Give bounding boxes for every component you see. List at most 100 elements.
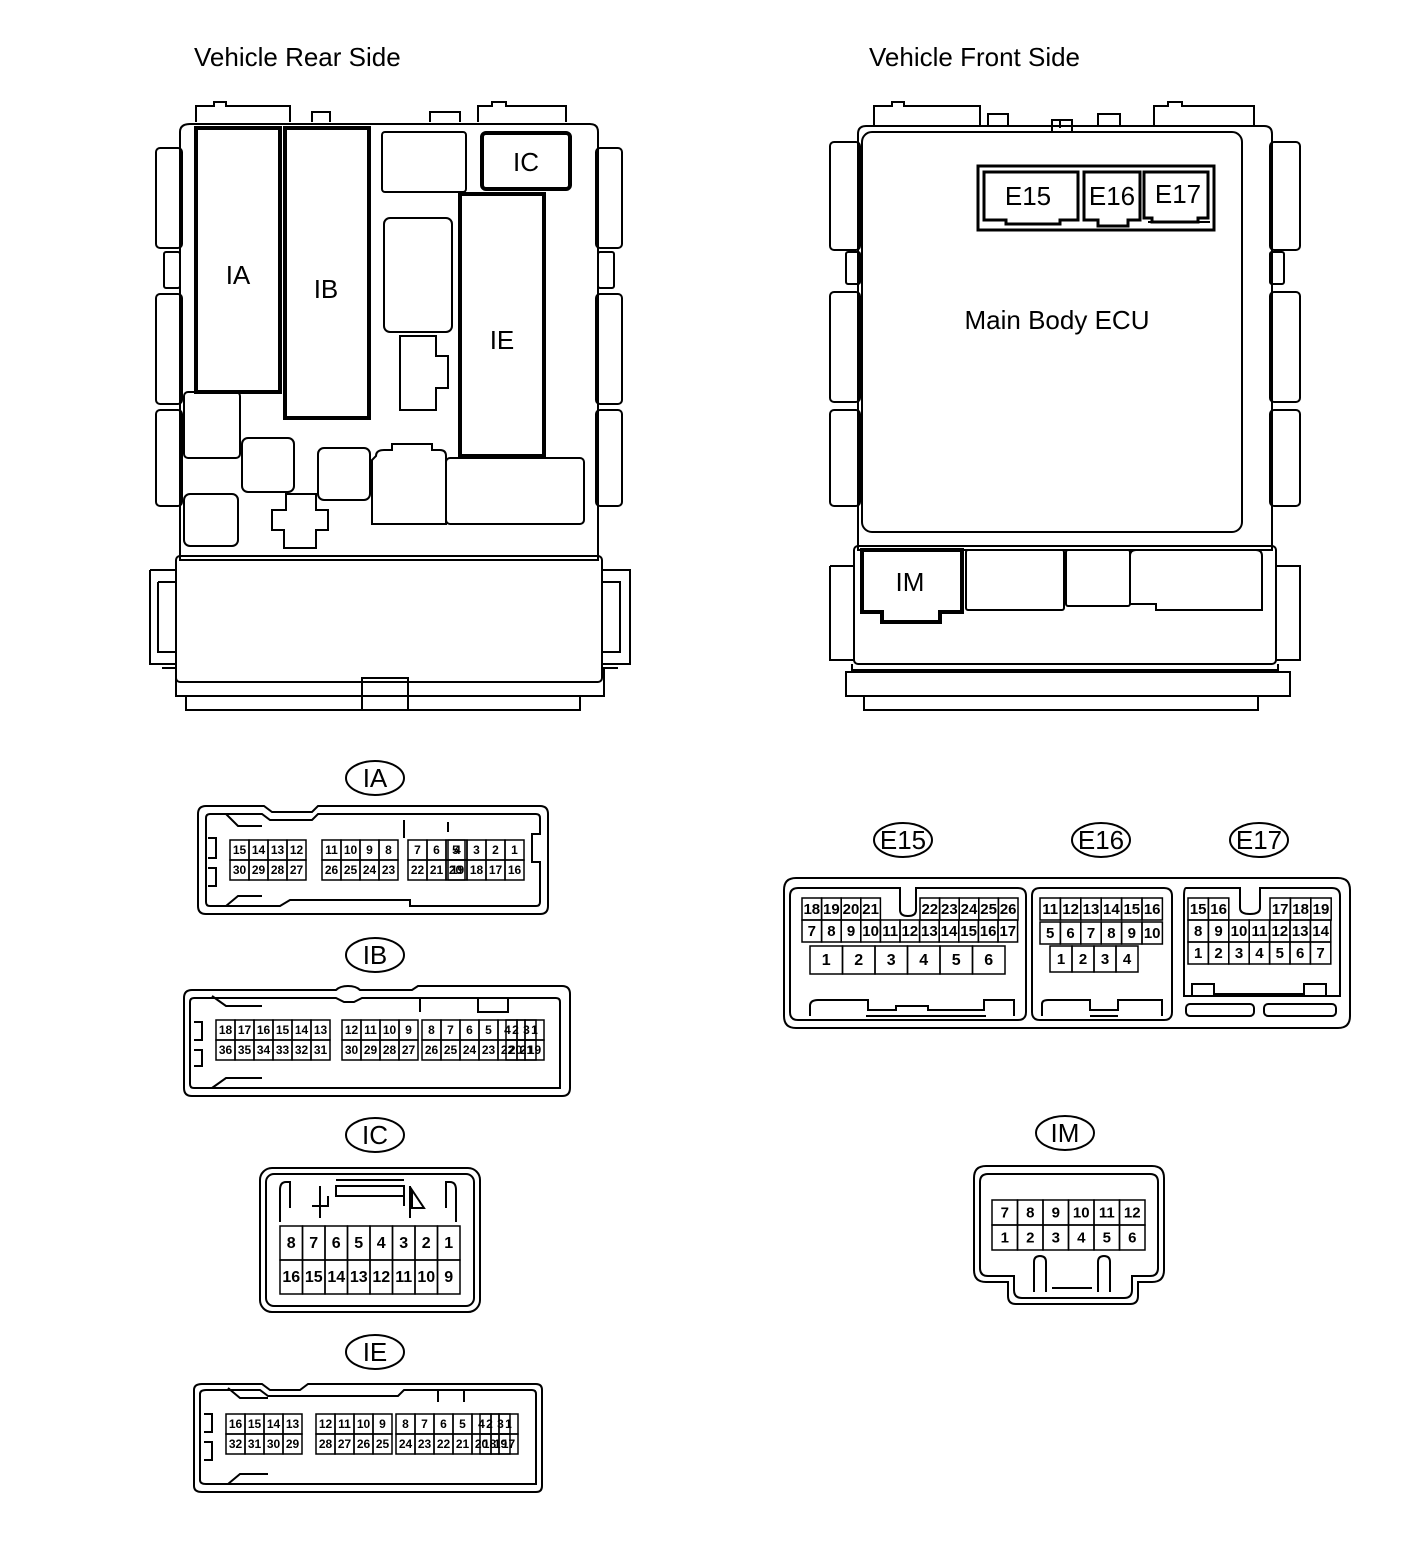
- pin-number: 7: [1087, 925, 1095, 942]
- connector-badge: [1035, 1115, 1095, 1151]
- connector-badge: [1071, 822, 1131, 858]
- connector-badge: [345, 1334, 405, 1370]
- pin-cell: [398, 1039, 419, 1061]
- pin-number: 22: [437, 1437, 451, 1451]
- pin-cell: [524, 1039, 545, 1061]
- pin-number: 11: [364, 1023, 377, 1037]
- pin-number: 19: [528, 1043, 542, 1057]
- pin-number: 33: [276, 1043, 290, 1057]
- pin-cell: [310, 1039, 331, 1061]
- connector-badge-label: E16: [1078, 825, 1124, 855]
- pin-cell: [1115, 945, 1139, 973]
- pin-number: 6: [440, 1417, 447, 1431]
- connector-badge-label: E15: [880, 825, 926, 855]
- pin-number: 7: [421, 1417, 428, 1431]
- pin-number: 24: [463, 1043, 477, 1057]
- connector-ie-housing: [193, 1383, 543, 1493]
- pin-number: 1: [444, 1235, 453, 1252]
- pin-cell: [372, 1433, 393, 1455]
- pin-number: 5: [952, 952, 961, 969]
- pin-number: 21: [430, 863, 444, 877]
- connector-badge-label: IE: [363, 1337, 388, 1367]
- pin-number: 13: [1083, 901, 1100, 918]
- pin-number: 3: [399, 1235, 408, 1252]
- pin-number: 23: [482, 1043, 496, 1057]
- pin-number: 27: [338, 1437, 352, 1451]
- pin-number: 14: [1312, 923, 1329, 940]
- pin-number: 3: [523, 1023, 530, 1037]
- pin-number: 29: [286, 1437, 300, 1451]
- pin-number: 22: [411, 863, 425, 877]
- pin-number: 28: [319, 1437, 333, 1451]
- pin-number: 4: [478, 1417, 485, 1431]
- pin-number: 19: [823, 901, 840, 918]
- pin-number: 15: [276, 1023, 290, 1037]
- pin-number: 9: [366, 843, 373, 857]
- block-label-ic: IC: [513, 147, 539, 177]
- pin-number: 3: [473, 843, 480, 857]
- block-label-im: IM: [896, 567, 925, 597]
- pin-number: 9: [847, 923, 855, 940]
- pin-number: 15: [248, 1417, 262, 1431]
- pin-number: 22: [501, 1043, 515, 1057]
- pin-number: 5: [485, 1023, 492, 1037]
- pin-number: 6: [433, 843, 440, 857]
- pin-number: 14: [1103, 901, 1120, 918]
- pin-number: 12: [372, 1269, 390, 1286]
- block-label-ia: IA: [226, 260, 251, 290]
- pin-number: 2: [512, 1023, 519, 1037]
- pin-number: 1: [511, 843, 518, 857]
- pin-number: 12: [290, 843, 304, 857]
- pin-number: 6: [1066, 925, 1074, 942]
- connector-badge-label: IA: [363, 763, 388, 793]
- pin-number: 27: [402, 1043, 416, 1057]
- pin-number: 13: [921, 923, 938, 940]
- pin-number: 8: [385, 843, 392, 857]
- pin-number: 12: [901, 923, 918, 940]
- front-side-label: Vehicle Front Side: [869, 42, 1080, 72]
- pin-number: 31: [314, 1043, 328, 1057]
- pin-number: 21: [862, 901, 879, 918]
- pin-number: 31: [248, 1437, 262, 1451]
- pin-number: 16: [229, 1417, 243, 1431]
- pin-number: 27: [290, 863, 304, 877]
- pin-number: 6: [332, 1235, 341, 1252]
- pin-number: 4: [1077, 1230, 1086, 1247]
- pin-number: 1: [822, 952, 831, 969]
- pin-cell: [498, 1433, 519, 1455]
- pin-cell: [282, 1433, 303, 1455]
- pin-number: 1: [1001, 1230, 1009, 1247]
- pin-number: 13: [314, 1023, 328, 1037]
- pin-number: 11: [338, 1417, 351, 1431]
- pin-number: 9: [379, 1417, 386, 1431]
- pin-number: 14: [295, 1023, 309, 1037]
- pin-number: 17: [1272, 901, 1289, 918]
- pin-number: 25: [980, 901, 997, 918]
- pin-number: 4: [504, 1023, 511, 1037]
- pin-number: 11: [1099, 1205, 1115, 1222]
- pin-number: 23: [941, 901, 958, 918]
- pin-number: 14: [267, 1417, 281, 1431]
- pin-number: 16: [508, 863, 522, 877]
- pin-number: 7: [414, 843, 421, 857]
- pin-number: 7: [1316, 945, 1324, 962]
- pin-number: 5: [1103, 1230, 1111, 1247]
- pin-number: 36: [219, 1043, 233, 1057]
- pin-cell: [378, 859, 399, 881]
- pin-number: 14: [941, 923, 958, 940]
- pin-number: 6: [466, 1023, 473, 1037]
- pin-number: 13: [286, 1417, 300, 1431]
- pin-number: 4: [454, 843, 461, 857]
- pin-number: 8: [1107, 925, 1115, 942]
- pin-number: 8: [402, 1417, 409, 1431]
- pin-number: 30: [267, 1437, 281, 1451]
- pin-number: 24: [399, 1437, 413, 1451]
- pin-number: 2: [492, 843, 499, 857]
- pin-number: 14: [327, 1269, 345, 1286]
- pin-number: 26: [1000, 901, 1017, 918]
- pin-number: 32: [295, 1043, 309, 1057]
- pin-number: 3: [1101, 951, 1109, 968]
- pin-number: 25: [376, 1437, 390, 1451]
- pin-number: 20: [843, 901, 860, 918]
- pin-number: 26: [357, 1437, 371, 1451]
